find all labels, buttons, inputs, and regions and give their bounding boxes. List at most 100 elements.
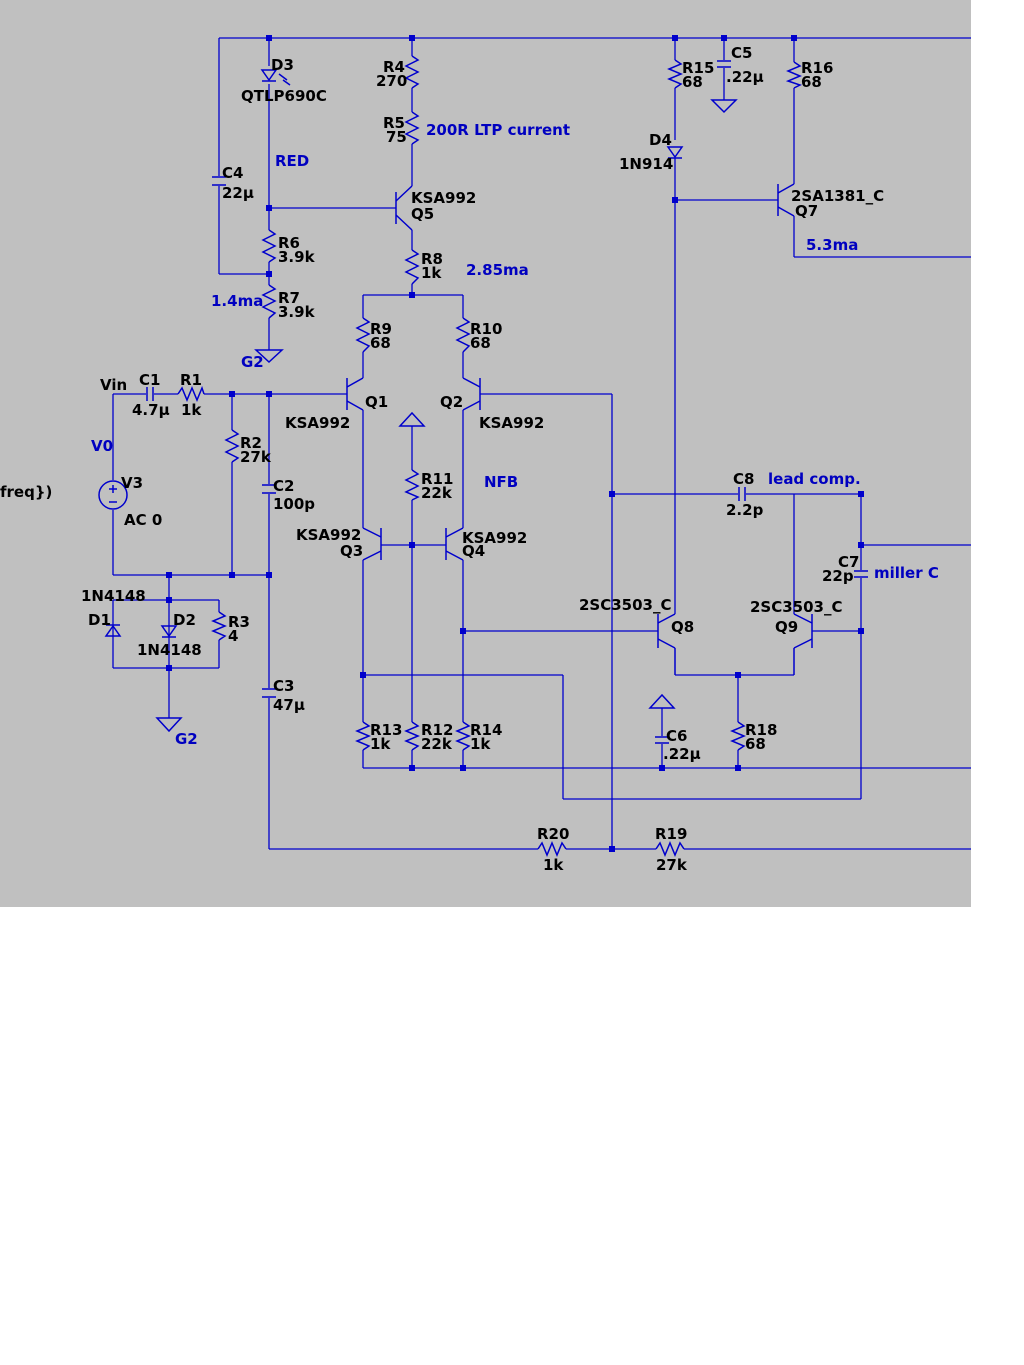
r18-label: R18 <box>745 721 777 739</box>
c1-label: C1 <box>139 371 160 389</box>
c6-value: .22µ <box>663 745 701 763</box>
resistor-r15 <box>667 59 683 89</box>
r14-label: R14 <box>470 721 502 739</box>
lead-comp-note: lead comp. <box>768 470 861 488</box>
r12-value: 22k <box>421 735 453 753</box>
capacitor-c3 <box>262 688 276 698</box>
q4-label: Q4 <box>462 542 485 560</box>
resistor-r1 <box>177 385 205 402</box>
q7-current-note: 5.3ma <box>806 236 858 254</box>
ref-current-note: 1.4ma <box>211 292 263 310</box>
transistor-q1 <box>346 377 364 411</box>
transistor-q4 <box>445 527 464 561</box>
capacitor-c5 <box>717 60 731 68</box>
r3-label: R3 <box>228 613 250 631</box>
component-symbols <box>98 55 868 857</box>
r1-value: 1k <box>181 401 202 419</box>
resistor-r18 <box>730 721 746 751</box>
r18-value: 68 <box>745 735 766 753</box>
transistor-q5 <box>395 185 413 231</box>
diode-d1 <box>104 624 122 637</box>
r7-label: R7 <box>278 289 300 307</box>
miller-c-note: miller C <box>874 564 939 582</box>
r8-label: R8 <box>421 250 443 268</box>
r4-label: R4 <box>383 58 405 76</box>
c5-value: .22µ <box>726 68 764 86</box>
r16-value: 68 <box>801 73 822 91</box>
wires <box>112 37 971 850</box>
resistor-r6 <box>261 229 277 263</box>
c4-value: 22µ <box>222 184 254 202</box>
c8-label: C8 <box>733 470 754 488</box>
capacitor-c6 <box>655 736 669 744</box>
led-d3 <box>260 69 291 86</box>
q5-part: KSA992 <box>411 189 476 207</box>
resistor-r2 <box>224 429 240 463</box>
r2-value: 27k <box>240 448 272 466</box>
ground-c5 <box>710 99 738 114</box>
resistor-r12 <box>404 721 420 751</box>
schematic-background <box>0 0 971 907</box>
resistor-r13 <box>355 721 371 751</box>
d3-part: QTLP690C <box>241 87 327 105</box>
c3-value: 47µ <box>273 696 305 714</box>
q9-label: Q9 <box>775 618 798 636</box>
transistor-q8 <box>657 613 676 675</box>
c3-label: C3 <box>273 677 294 695</box>
r15-label: R15 <box>682 59 714 77</box>
q2-part: KSA992 <box>479 414 544 432</box>
c8-value: 2.2p <box>726 501 764 519</box>
q8-part: 2SC3503_C <box>579 596 672 614</box>
r4-value: 270 <box>376 72 407 90</box>
r5-label: R5 <box>383 114 405 132</box>
c1-value: 4.7µ <box>132 401 170 419</box>
capacitor-c8 <box>738 487 746 501</box>
r1-label: R1 <box>180 371 202 389</box>
capacitor-c4 <box>212 176 226 186</box>
r10-value: 68 <box>470 334 491 352</box>
r8-value: 1k <box>421 264 442 282</box>
r6-value: 3.9k <box>278 248 316 266</box>
vin-label: Vin <box>100 376 127 394</box>
diode-d4 <box>666 146 684 159</box>
d1-label: D1 <box>88 611 111 629</box>
v3-value: AC 0 <box>124 511 162 529</box>
r2-label: R2 <box>240 434 262 452</box>
r12-label: R12 <box>421 721 453 739</box>
ltp-current-note: 2.85ma <box>466 261 529 279</box>
transistor-q7 <box>777 183 795 217</box>
resistor-r7 <box>261 284 277 319</box>
capacitor-c7 <box>854 570 868 578</box>
v0-note: V0 <box>91 437 113 455</box>
r14-value: 1k <box>470 735 491 753</box>
q9-part: 2SC3503_C <box>750 598 843 616</box>
q1-label: Q1 <box>365 393 388 411</box>
resistor-r8 <box>404 249 420 285</box>
g2-bottom-label: G2 <box>175 730 198 748</box>
diode-d2 <box>160 625 178 638</box>
r13-value: 1k <box>370 735 391 753</box>
r5-note: 200R LTP current <box>426 121 570 139</box>
capacitor-c1 <box>146 387 154 401</box>
red-note: RED <box>275 152 309 170</box>
resistor-r14 <box>455 721 471 751</box>
r6-label: R6 <box>278 234 300 252</box>
r13-label: R13 <box>370 721 402 739</box>
q8-label: Q8 <box>671 618 694 636</box>
resistor-r11 <box>404 469 420 501</box>
voltage-source-v3 <box>98 480 128 510</box>
ground-g2-bottom <box>155 717 183 733</box>
r10-label: R10 <box>470 320 502 338</box>
c5-label: C5 <box>731 44 752 62</box>
q7-part: 2SA1381_C <box>791 187 884 205</box>
r20-label: R20 <box>537 825 569 843</box>
r5-value: 75 <box>386 128 407 146</box>
r9-label: R9 <box>370 320 392 338</box>
q1-part: KSA992 <box>285 414 350 432</box>
transistor-q9 <box>793 613 813 675</box>
c2-label: C2 <box>273 477 294 495</box>
q3-part: KSA992 <box>296 526 361 544</box>
supply-arrow-c6 <box>648 693 676 709</box>
d2-label: D2 <box>173 611 196 629</box>
